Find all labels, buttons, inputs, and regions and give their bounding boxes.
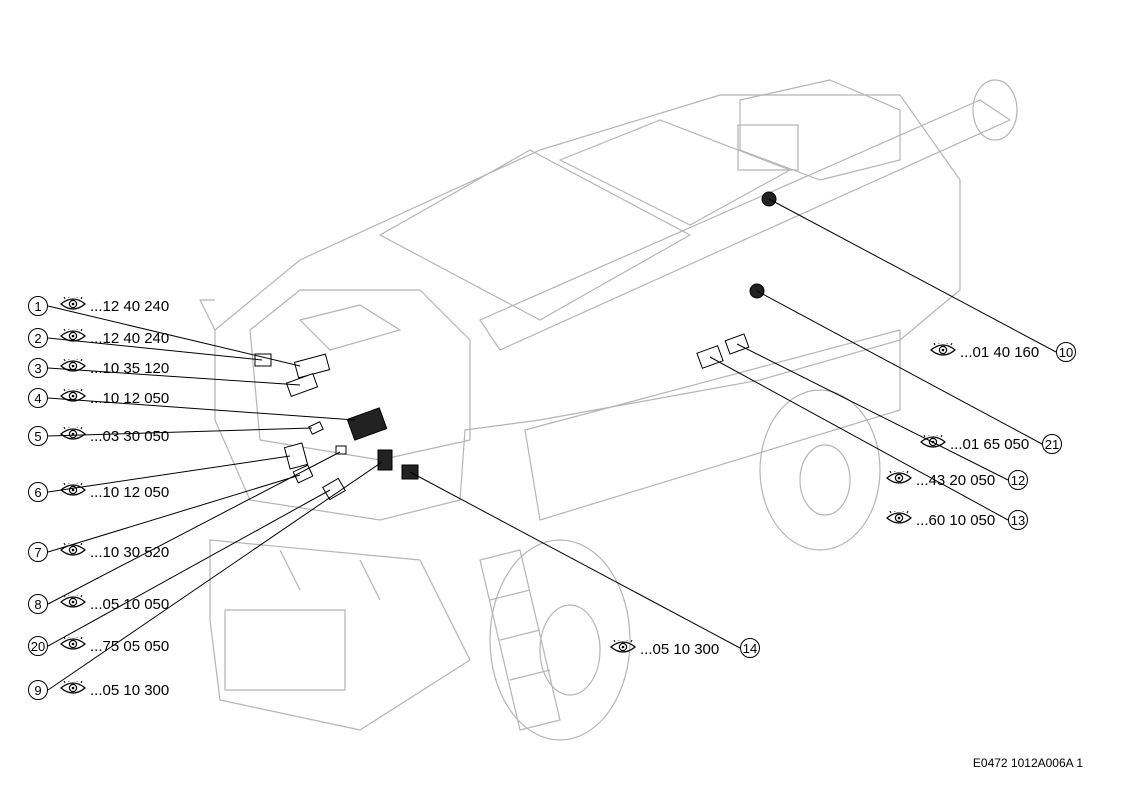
callout-number-1[interactable]: 1	[28, 296, 48, 316]
component-9	[377, 449, 393, 471]
part-code: ...12 40 240	[90, 297, 170, 315]
callout-number-5[interactable]: 5	[28, 426, 48, 446]
leader-line-5	[47, 427, 313, 437]
unloading-auger	[479, 99, 1011, 351]
leader-line-13	[709, 356, 1009, 521]
callout-number-3[interactable]: 3	[28, 358, 48, 378]
eye-icon	[886, 511, 912, 529]
callout-number-13[interactable]: 13	[1008, 510, 1028, 530]
part-code: ...12 40 240	[90, 329, 170, 347]
component-5	[308, 421, 324, 435]
eye-icon	[920, 435, 946, 453]
component-2	[254, 353, 272, 367]
leader-line-6	[47, 455, 291, 493]
leader-line-4	[47, 397, 356, 421]
figure-code: E0472 1012A006A 1	[972, 756, 1083, 770]
component-1	[293, 353, 331, 379]
callout-number-10[interactable]: 10	[1056, 342, 1076, 362]
eye-icon	[886, 471, 912, 489]
leader-line-10	[768, 198, 1057, 353]
eye-icon	[60, 681, 86, 699]
leader-line-14	[409, 471, 741, 649]
part-code: ...10 35 120	[90, 359, 170, 377]
rear-wheel	[759, 389, 881, 551]
part-code: ...10 12 050	[90, 389, 170, 407]
component-8	[335, 445, 347, 455]
callout-number-9[interactable]: 9	[28, 680, 48, 700]
machine-body	[214, 94, 961, 521]
callout-label-5[interactable]: ...03 30 050	[60, 427, 169, 445]
leader-line-1	[47, 305, 301, 367]
leader-line-12	[736, 343, 1009, 481]
component-6	[283, 442, 309, 470]
callout-label-3[interactable]: ...10 35 120	[60, 359, 169, 377]
callout-label-7[interactable]: ...10 30 520	[60, 543, 169, 561]
callout-number-4[interactable]: 4	[28, 388, 48, 408]
component-7	[292, 464, 314, 484]
leader-line-21	[756, 290, 1043, 445]
callout-number-12[interactable]: 12	[1008, 470, 1028, 490]
eye-icon	[60, 543, 86, 561]
part-code: ...75 05 050	[90, 637, 170, 655]
component-3	[285, 372, 319, 398]
part-code: ...10 30 520	[90, 543, 170, 561]
front-wheel	[489, 539, 631, 741]
cab	[249, 289, 471, 461]
callout-label-6[interactable]: ...10 12 050	[60, 483, 169, 501]
component-4	[346, 407, 388, 441]
callout-number-7[interactable]: 7	[28, 542, 48, 562]
leader-line-2	[47, 337, 263, 361]
component-20	[322, 477, 346, 501]
callout-number-21[interactable]: 21	[1042, 434, 1062, 454]
part-code: ...05 10 300	[90, 681, 170, 699]
callout-label-1[interactable]: ...12 40 240	[60, 297, 169, 315]
eye-icon	[60, 329, 86, 347]
part-code: ...01 65 050	[950, 435, 1030, 453]
ladder	[479, 549, 561, 731]
callout-number-6[interactable]: 6	[28, 482, 48, 502]
eye-icon	[930, 343, 956, 361]
leader-line-7	[47, 474, 301, 553]
part-code: ...01 40 160	[960, 343, 1040, 361]
eye-icon	[60, 297, 86, 315]
callout-label-14[interactable]: ...05 10 300	[610, 640, 719, 658]
part-code: ...05 10 050	[90, 595, 170, 613]
leader-line-3	[47, 367, 301, 386]
callout-number-14[interactable]: 14	[740, 638, 760, 658]
callout-label-21[interactable]: ...01 65 050	[920, 435, 1029, 453]
header	[209, 539, 471, 731]
part-code: ...05 10 300	[640, 640, 720, 658]
callout-label-12[interactable]: ...43 20 050	[886, 471, 995, 489]
callout-label-4[interactable]: ...10 12 050	[60, 389, 169, 407]
callout-label-8[interactable]: ...05 10 050	[60, 595, 169, 613]
eye-icon	[610, 640, 636, 658]
callout-label-13[interactable]: ...60 10 050	[886, 511, 995, 529]
leader-line-8	[47, 451, 341, 605]
grain-tank-lid	[379, 149, 691, 321]
eye-icon	[60, 389, 86, 407]
callout-label-20[interactable]: ...75 05 050	[60, 637, 169, 655]
callout-number-2[interactable]: 2	[28, 328, 48, 348]
part-code: ...43 20 050	[916, 471, 996, 489]
callout-number-8[interactable]: 8	[28, 594, 48, 614]
callout-number-20[interactable]: 20	[28, 636, 48, 656]
callout-label-2[interactable]: ...12 40 240	[60, 329, 169, 347]
eye-icon	[60, 427, 86, 445]
leader-line-9	[47, 461, 383, 691]
callout-label-10[interactable]: ...01 40 160	[930, 343, 1039, 361]
callout-label-9[interactable]: ...05 10 300	[60, 681, 169, 699]
eye-icon	[60, 483, 86, 501]
eye-icon	[60, 359, 86, 377]
part-code: ...03 30 050	[90, 427, 170, 445]
part-code: ...10 12 050	[90, 483, 170, 501]
eye-icon	[60, 637, 86, 655]
part-code: ...60 10 050	[916, 511, 996, 529]
eye-icon	[60, 595, 86, 613]
leader-line-20	[47, 489, 331, 647]
